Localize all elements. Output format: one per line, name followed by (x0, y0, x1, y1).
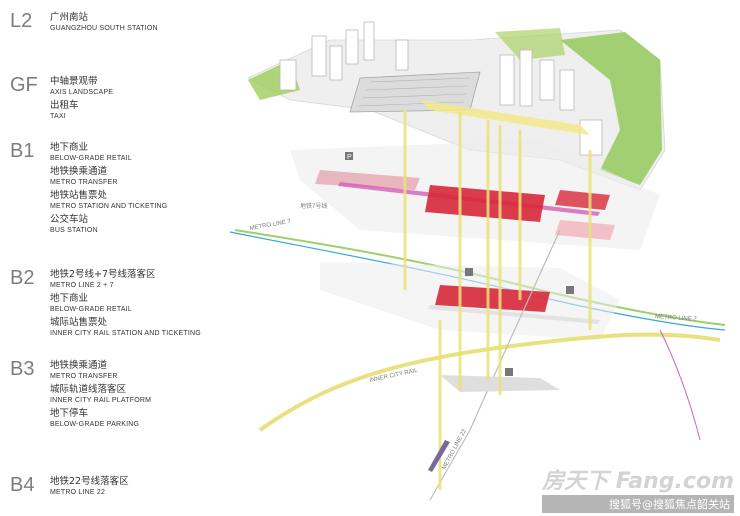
level-code: L2 (10, 10, 33, 32)
legend-en: GUANGZHOU SOUTH STATION (50, 25, 158, 32)
legend-cn: 城际站售票处 (50, 317, 108, 328)
legend-en: BELOW-GRADE RETAIL (50, 155, 132, 162)
legend-en: BUS STATION (50, 227, 98, 234)
tower-cluster (279, 21, 603, 156)
legend-cn: 广州南站 (50, 12, 89, 23)
metro-east-track (659, 329, 701, 441)
parking-icon (566, 286, 574, 294)
legend-en: METRO TRANSFER (50, 179, 118, 186)
parking-label: P (347, 154, 352, 161)
b1-retail-east (555, 190, 610, 210)
vertical-cores (403, 110, 592, 490)
legend-cn: 地铁换乘通道 (50, 166, 108, 177)
legend-cn: 公交车站 (50, 214, 89, 225)
legend-en: TAXI (50, 113, 66, 120)
legend-cn: 城际轨道线落客区 (50, 384, 127, 395)
parking-icon (345, 152, 353, 160)
landscape-green (560, 32, 662, 185)
legend-en: METRO LINE 22 (50, 489, 106, 496)
legend-cn: 地铁2号线+7号线落客区 (50, 269, 156, 280)
legend-en: METRO TRANSFER (50, 373, 118, 380)
b2-platform (428, 305, 600, 324)
legend-en: BELOW-GRADE RETAIL (50, 306, 132, 313)
watermark-logo: 房天下 Fang.com (542, 469, 734, 494)
intercity-label: INNER CITY RAIL (369, 368, 419, 384)
b4-platform (428, 440, 450, 472)
parking-icon (505, 368, 513, 376)
legend-en: METRO STATION AND TICKETING (50, 203, 168, 210)
level-code: B4 (10, 474, 35, 496)
b1-retail-core (425, 185, 545, 222)
legend-en: METRO LINE 2 + 7 (50, 282, 114, 289)
legend-en: INNER CITY RAIL STATION AND TICKETING (50, 330, 201, 337)
metro7-label-cn: 地铁7号线 (300, 202, 327, 210)
landscape-green (495, 28, 565, 60)
inner-city-rail-track (258, 332, 721, 432)
watermark-text: 搜狐号@搜狐焦点韶关站 (542, 495, 734, 513)
parking-icon (465, 268, 473, 276)
legend-cn: 地铁站售票处 (50, 190, 108, 201)
level-code: B2 (10, 267, 35, 289)
axis-landscape-band (420, 100, 590, 135)
level-code: B3 (10, 358, 35, 380)
metro7-label-a: METRO LINE 7 (249, 219, 292, 232)
b1-retail-south (555, 220, 615, 240)
legend-cn: 地铁22号线落客区 (50, 476, 129, 487)
level-code: B1 (10, 140, 35, 162)
legend-cn: 地下停车 (50, 408, 89, 419)
metro7-label-b: METRO LINE 7 (655, 314, 698, 323)
legend-cn: 地下商业 (50, 142, 89, 153)
legend-en: AXIS LANDSCAPE (50, 89, 114, 96)
watermark: 房天下 Fang.com 搜狐号@搜狐焦点韶关站 (542, 463, 734, 513)
legend-en: BELOW-GRADE PARKING (50, 421, 140, 428)
roof-ribs (357, 77, 471, 107)
legend-cn: 出租车 (50, 100, 79, 111)
legend-en: INNER CITY RAIL PLATFORM (50, 397, 152, 404)
legend-cn: 中轴景观带 (50, 76, 98, 87)
station-roof (349, 71, 481, 113)
level-code: GF (10, 74, 38, 96)
legend-cn: 地下商业 (50, 293, 89, 304)
legend-cn: 地铁换乘通道 (50, 360, 108, 371)
